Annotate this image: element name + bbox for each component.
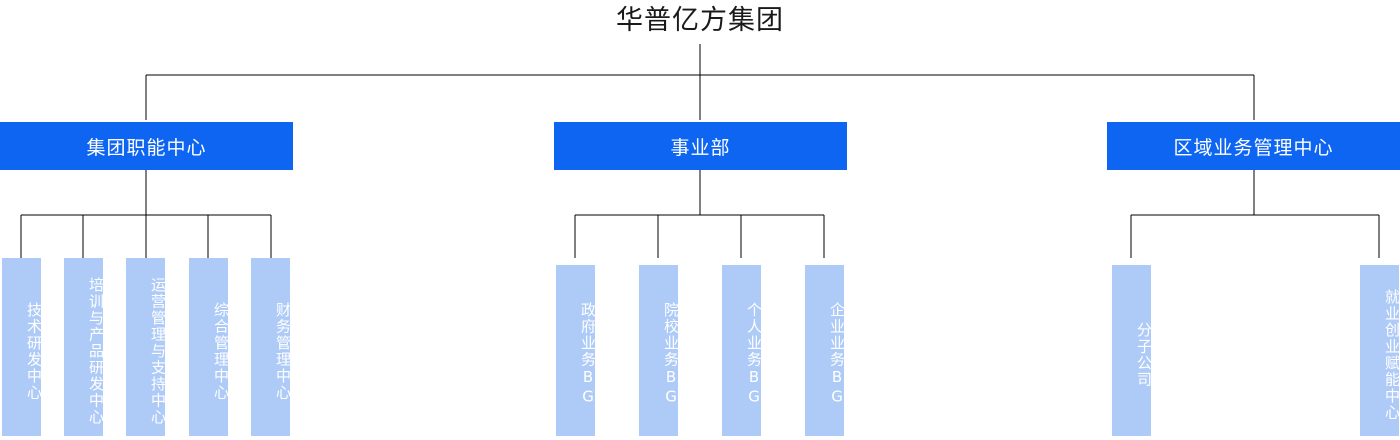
node-personal-business-bg[interactable]: 个人业务BG [722,265,761,436]
node-academic-business-bg[interactable]: 院校业务BG [639,265,678,436]
node-subsidiary-company[interactable]: 分子公司 [1112,265,1151,436]
org-chart-title: 华普亿方集团 [616,5,784,36]
node-general-management-center[interactable]: 综合管理中心 [189,258,228,436]
node-training-product-rd-center[interactable]: 培训与产品研发中心 [64,258,103,436]
node-finance-management-center[interactable]: 财务管理中心 [251,258,290,436]
node-operations-support-center[interactable]: 运营管理与支持中心 [126,258,165,436]
node-government-business-bg[interactable]: 政府业务BG [556,265,595,436]
node-business-division[interactable]: 事业部 [554,122,847,170]
node-group-functional-center[interactable]: 集团职能中心 [0,122,293,170]
node-regional-business-management-center[interactable]: 区域业务管理中心 [1107,122,1400,170]
node-tech-rd-center[interactable]: 技术研发中心 [2,258,41,436]
node-enterprise-business-bg[interactable]: 企业业务BG [805,265,844,436]
node-employment-entrepreneurship-center[interactable]: 就业创业赋能中心 [1360,265,1399,436]
